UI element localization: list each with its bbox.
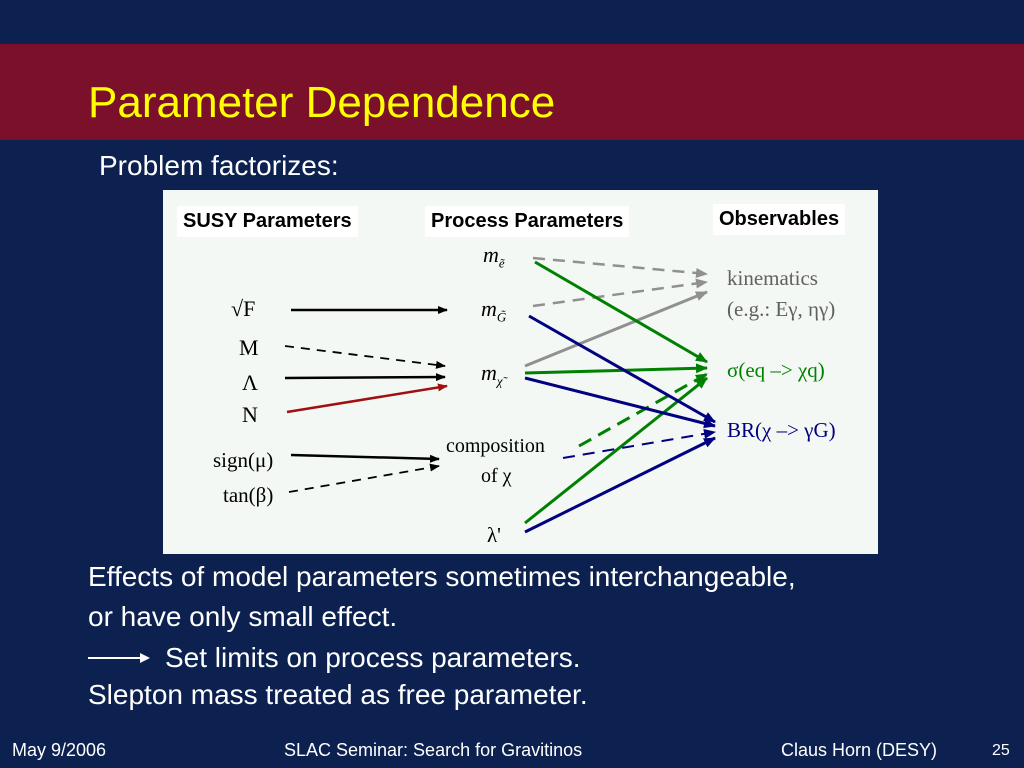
label-m-selectron: mẽ (483, 242, 505, 271)
arrow-me-kinematics (532, 256, 708, 278)
arrow-M-mchi (284, 345, 446, 369)
label-sqrtF: √F (231, 296, 256, 321)
arrow-Lambda-mchi (284, 373, 446, 382)
diagram-arrows (284, 256, 716, 534)
footer-author: Claus Horn (DESY) (781, 740, 938, 760)
label-cross-section: σ(eq –> χq) (727, 358, 825, 382)
parameter-diagram: SUSY Parameters Process Parameters Obser… (163, 190, 878, 554)
arrow-tan-composition (288, 463, 440, 493)
header-process-parameters: Process Parameters (425, 206, 630, 237)
arrow-sign-composition (290, 453, 440, 463)
arrow-lambda-sigma (524, 376, 708, 525)
header-observables: Observables (713, 204, 846, 235)
arrow-lambda-br (524, 436, 716, 534)
label-branching-ratio: BR(χ –> γG) (727, 418, 836, 442)
label-m-neutralino: mχ̃ (481, 360, 503, 389)
arrow-mchi-kinematics (524, 290, 708, 368)
footer-date: May 9/2006 (12, 740, 107, 760)
label-sign-mu: sign(μ) (213, 448, 274, 472)
label-kinematics: kinematics (727, 266, 818, 290)
body-line-3: Set limits on process parameters. (165, 642, 581, 673)
slide-subtitle: Problem factorizes: (99, 150, 339, 181)
slide-title: Parameter Dependence (88, 78, 556, 127)
body-line-4: Slepton mass treated as free parameter. (88, 679, 588, 710)
arrow-composition-br (562, 428, 716, 459)
footer-talk-title: SLAC Seminar: Search for Gravitinos (284, 740, 583, 760)
arrow-mchi-sigma (524, 363, 708, 375)
title-band (0, 44, 1024, 140)
arrow-mG-kinematics (532, 278, 708, 308)
label-lambda-prime: λ' (487, 523, 501, 547)
label-N: N (242, 402, 258, 427)
header-susy-parameters: SUSY Parameters (177, 206, 358, 237)
arrow-me-sigma (534, 260, 708, 364)
label-kinematics-example: (e.g.: Eγ, ηγ) (727, 297, 836, 321)
arrow-composition-sigma (578, 372, 708, 448)
body-line-2: or have only small effect. (88, 601, 398, 632)
label-M: M (239, 335, 259, 360)
body-line-1: Effects of model parameters sometimes in… (88, 561, 796, 592)
arrow-mchi-br (524, 376, 716, 429)
footer-page-number: 25 (992, 742, 1010, 759)
label-tan-beta: tan(β) (223, 483, 274, 507)
arrow-mG-br (528, 314, 716, 424)
label-composition: composition (446, 435, 545, 457)
label-composition-of-chi: of χ (481, 465, 512, 487)
arrow-N-mchi (286, 383, 448, 414)
right-arrow-icon (88, 653, 150, 663)
label-m-gravitino: mG̃ (481, 296, 507, 325)
label-Lambda: Λ (242, 370, 258, 395)
